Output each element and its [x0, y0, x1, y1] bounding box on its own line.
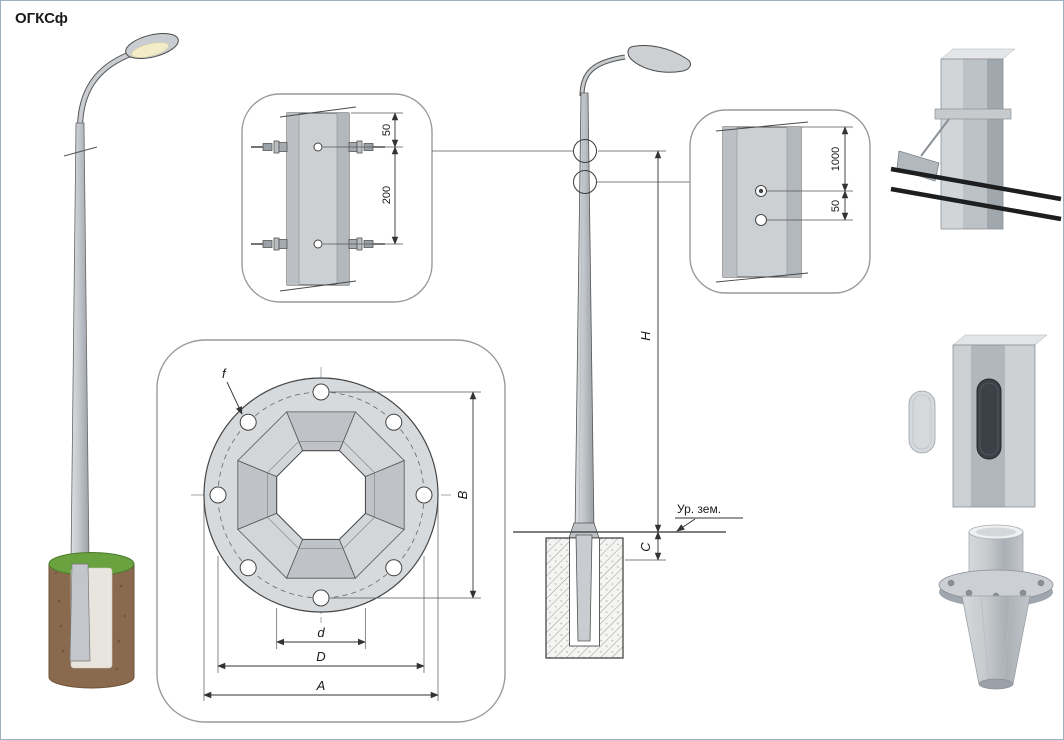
elev-pole-embedded	[575, 534, 593, 642]
octagon-hole	[276, 450, 366, 540]
dim-label-d: d	[317, 625, 325, 640]
handhole-cover-plate	[908, 390, 936, 454]
break-line-top	[715, 121, 809, 132]
f-leader	[226, 381, 243, 415]
pole-shaft	[70, 122, 90, 564]
elevation-view: H C Ур. зем.	[432, 45, 743, 659]
pole-arm	[78, 51, 134, 130]
dim-label-C: C	[638, 542, 653, 552]
cable-upper	[890, 166, 1062, 202]
elev-pole-shaft	[574, 92, 595, 533]
base-skirt-bottom	[978, 678, 1014, 690]
dim-label-200: 200	[381, 186, 393, 204]
handhole-opening	[976, 378, 1002, 460]
clamp-pole-facet-left	[287, 113, 299, 285]
dim-label-50-top: 50	[381, 124, 393, 136]
ground-label-arrow	[676, 518, 696, 532]
handhole-render-pole	[952, 344, 1036, 508]
dim-label-D: D	[316, 649, 325, 664]
elev-luminaire	[627, 45, 691, 73]
clamp-strap	[934, 108, 1012, 120]
pole-break-mark	[63, 146, 98, 157]
foundation-texture	[54, 571, 127, 671]
flange-bolt-holes	[209, 383, 433, 607]
break-line-top	[279, 106, 357, 118]
dim-label-A: A	[316, 678, 326, 693]
cable-lower	[890, 186, 1062, 222]
handhole-detail-view: 1000 50	[689, 109, 871, 294]
flange-detail-view: f B d D A	[156, 339, 506, 723]
clamp-detail-view: 50 200	[241, 93, 433, 303]
dim-label-H: H	[638, 331, 653, 341]
dim-label-B: B	[455, 490, 470, 499]
flange-base-render	[938, 524, 1054, 690]
flange-gussets	[237, 411, 405, 579]
hole-label-f: f	[222, 366, 227, 381]
elev-arm	[580, 55, 626, 97]
break-line-bottom	[715, 272, 809, 283]
clamp-link	[920, 118, 950, 157]
clamp-render-pole	[940, 58, 1004, 230]
page-title: ОГКСф	[15, 10, 68, 27]
luminaire-lens	[131, 42, 169, 58]
dim-label-50-bottom: 50	[830, 200, 842, 212]
octagon-bevel	[267, 441, 375, 549]
ground-level-label: Ур. зем.	[677, 502, 721, 516]
drain-hole	[755, 214, 767, 226]
pole-embedded-part	[69, 563, 91, 662]
cable-clamp-render	[890, 48, 1062, 230]
base-flange-bolts	[947, 579, 1045, 600]
clamp-pole-facet-right	[337, 113, 349, 285]
base-skirt	[961, 595, 1031, 685]
handhole-render	[908, 334, 1048, 508]
dim-label-1000: 1000	[830, 147, 842, 171]
break-line-bottom	[279, 280, 357, 292]
pole-3d-render	[48, 32, 179, 689]
